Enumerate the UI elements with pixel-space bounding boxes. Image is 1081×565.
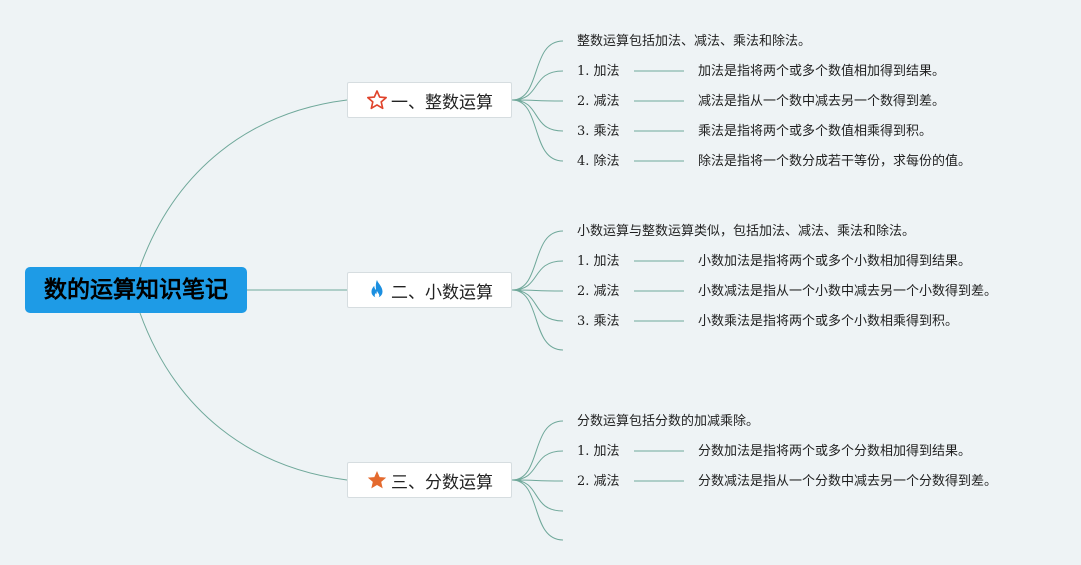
- integer-item-name: 2. 减法: [577, 94, 620, 109]
- decimal-item-name: 1. 加法: [577, 254, 620, 269]
- fraction-item-desc: 分数加法是指将两个或多个分数相加得到结果。: [698, 444, 972, 459]
- decimal-item-desc: 小数减法是指从一个小数中减去另一个小数得到差。: [698, 284, 998, 299]
- decimal-item-name: 2. 减法: [577, 284, 620, 299]
- root-to-integer-line: [139, 99, 348, 268]
- integer-fan-line: [511, 40, 564, 101]
- branch-fraction[interactable]: 三、分数运算: [347, 462, 512, 498]
- fraction-fan-line: [511, 450, 564, 481]
- decimal-fan-line: [511, 289, 564, 351]
- integer-fan-line: [511, 99, 564, 132]
- integer-item-name: 1. 加法: [577, 64, 620, 79]
- integer-item-desc: 乘法是指将两个或多个数值相乘得到积。: [698, 124, 933, 139]
- decimal-item-desc: 小数乘法是指将两个或多个小数相乘得到积。: [698, 314, 959, 329]
- fraction-item-name: 1. 加法: [577, 444, 620, 459]
- fraction-fan-line: [511, 479, 564, 541]
- integer-fan-line: [511, 70, 564, 101]
- fraction-item-desc: 分数减法是指从一个分数中减去另一个分数得到差。: [698, 474, 998, 489]
- star-outline-icon: [366, 89, 388, 111]
- decimal-item-desc: 小数加法是指将两个或多个小数相加得到结果。: [698, 254, 972, 269]
- integer-item-desc: 加法是指将两个或多个数值相加得到结果。: [698, 64, 946, 79]
- decimal-fan-line: [511, 289, 564, 292]
- branch-label: 二、小数运算: [391, 282, 493, 303]
- fraction-fan-line: [511, 420, 564, 481]
- integer-item-desc: 除法是指将一个数分成若干等份，求每份的值。: [698, 154, 972, 169]
- fraction-intro: 分数运算包括分数的加减乘除。: [577, 414, 760, 429]
- integer-fan-line: [511, 99, 564, 162]
- integer-intro: 整数运算包括加法、减法、乘法和除法。: [577, 34, 812, 49]
- fraction-fan-line: [511, 479, 564, 482]
- decimal-fan-line: [511, 260, 564, 291]
- root-to-fraction-line: [139, 312, 348, 481]
- integer-item-desc: 减法是指从一个数中减去另一个数得到差。: [698, 94, 946, 109]
- fraction-item-name: 2. 减法: [577, 474, 620, 489]
- integer-item-name: 4. 除法: [577, 154, 620, 169]
- decimal-fan-line: [511, 230, 564, 291]
- decimal-item-name: 3. 乘法: [577, 314, 620, 329]
- branch-label: 三、分数运算: [391, 472, 493, 493]
- branch-label: 一、整数运算: [391, 92, 493, 113]
- flame-icon: [366, 279, 388, 301]
- decimal-intro: 小数运算与整数运算类似，包括加法、减法、乘法和除法。: [577, 224, 916, 239]
- decimal-fan-line: [511, 289, 564, 322]
- root-node[interactable]: 数的运算知识笔记: [25, 267, 247, 313]
- fraction-fan-line: [511, 479, 564, 512]
- integer-item-name: 3. 乘法: [577, 124, 620, 139]
- star-filled-icon: [366, 469, 388, 491]
- integer-fan-line: [511, 99, 564, 102]
- branch-decimal[interactable]: 二、小数运算: [347, 272, 512, 308]
- root-title: 数的运算知识笔记: [44, 277, 228, 303]
- branch-integer[interactable]: 一、整数运算: [347, 82, 512, 118]
